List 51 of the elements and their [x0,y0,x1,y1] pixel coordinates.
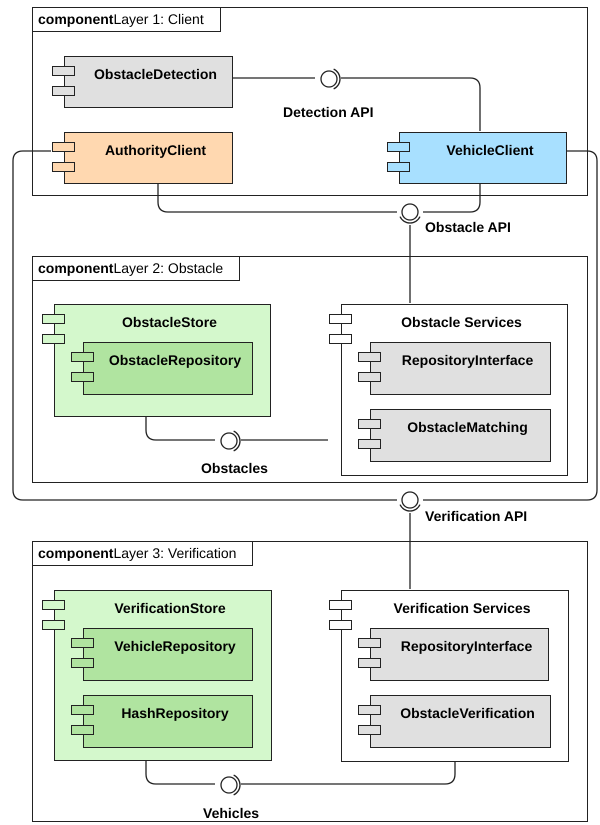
component-container [329,590,569,762]
component-box [71,628,253,681]
component-name: Verification Services [392,600,532,616]
component-container [42,304,271,417]
component-container [329,304,568,476]
frame [32,256,588,483]
component-box [358,695,551,748]
component-box [358,342,551,395]
component-box [71,695,253,748]
component-box [358,409,551,462]
component-name: ObstacleRepository [108,352,242,368]
connector-line [145,760,215,785]
interface-label: Obstacle API [425,219,511,235]
connector-line [423,150,598,501]
component-name: RepositoryInterface [400,352,534,368]
component-box [71,342,253,395]
frame-title: componentLayer 3: Verification [33,542,254,566]
component-box [387,132,567,184]
connector-line [241,439,328,441]
connector-line [409,225,411,303]
connector-line [409,513,411,589]
connector-line [241,761,456,785]
component-name: RepositoryInterface [400,638,534,654]
frame [32,541,588,822]
component-name: HashRepository [120,705,230,721]
connector-line [145,416,215,441]
component-box [52,56,233,108]
component-name: ObstacleVerification [399,705,536,721]
connector-line [232,77,315,79]
component-container [42,590,272,761]
interface-label: Obstacles [201,460,268,476]
component-name: Obstacle Services [400,314,523,330]
component-name: ObstacleStore [121,314,218,330]
component-box [52,132,233,184]
component-name: VehicleClient [445,142,535,158]
component-name: ObstacleMatching [406,419,529,435]
connector-line [12,150,397,501]
component-name: VehicleRepository [113,638,237,654]
connector-line [423,183,481,213]
interface-label: Detection API [283,104,374,120]
interface-label: Vehicles [203,805,260,821]
connector-line [341,77,481,131]
frame-title: componentLayer 1: Client [33,8,221,32]
connector-line [157,183,397,213]
component-box [358,628,549,681]
component-name: AuthorityClient [104,142,208,158]
component-name: ObstacleDetection [93,66,218,82]
interface-label: Verification API [425,508,528,524]
frame-title: componentLayer 2: Obstacle [33,257,240,281]
component-name: VerificationStore [113,600,227,616]
frame [32,7,588,196]
